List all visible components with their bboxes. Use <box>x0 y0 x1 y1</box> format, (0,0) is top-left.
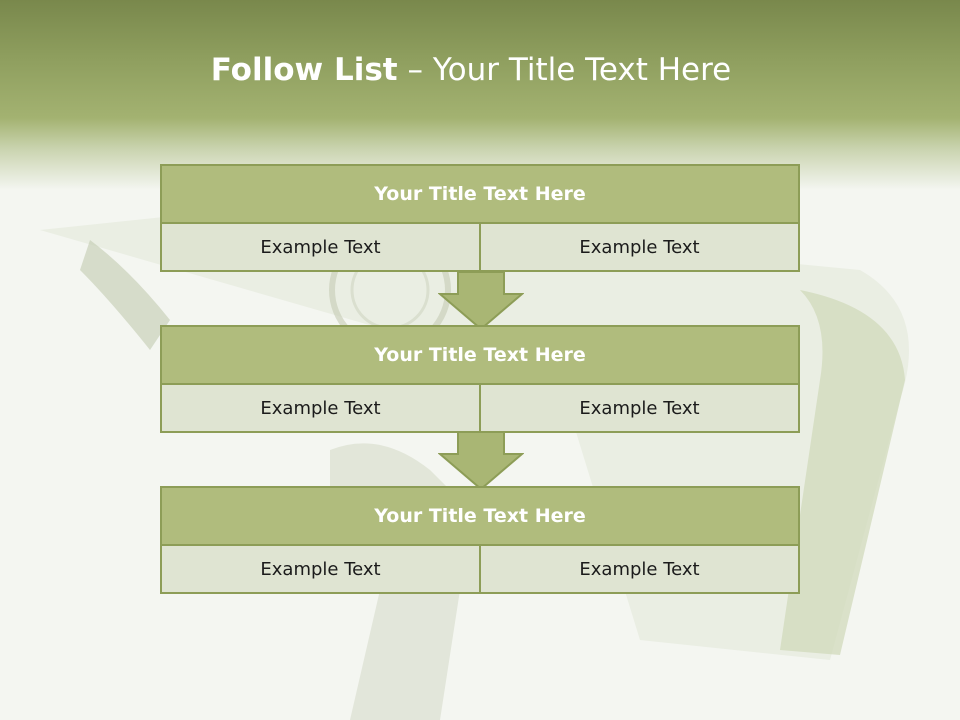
block-cells: Example Text Example Text <box>162 224 798 270</box>
block-cell: Example Text <box>162 385 479 431</box>
header-band <box>0 0 960 190</box>
block-cell: Example Text <box>162 546 479 592</box>
list-block: Your Title Text Here Example Text Exampl… <box>160 164 800 272</box>
list-block: Your Title Text Here Example Text Exampl… <box>160 486 800 594</box>
block-cells: Example Text Example Text <box>162 385 798 431</box>
list-block: Your Title Text Here Example Text Exampl… <box>160 325 800 433</box>
block-title: Your Title Text Here <box>162 488 798 546</box>
block-cells: Example Text Example Text <box>162 546 798 592</box>
block-cell: Example Text <box>162 224 479 270</box>
down-arrow-icon <box>438 272 524 331</box>
block-cell: Example Text <box>479 224 798 270</box>
block-cell: Example Text <box>479 546 798 592</box>
block-title: Your Title Text Here <box>162 166 798 224</box>
title-rest: – Your Title Text Here <box>407 52 732 88</box>
block-cell: Example Text <box>479 385 798 431</box>
down-arrow-icon <box>438 432 524 491</box>
page-title: Follow List – Your Title Text Here <box>0 52 942 88</box>
block-title: Your Title Text Here <box>162 327 798 385</box>
title-bold: Follow List <box>210 52 398 88</box>
